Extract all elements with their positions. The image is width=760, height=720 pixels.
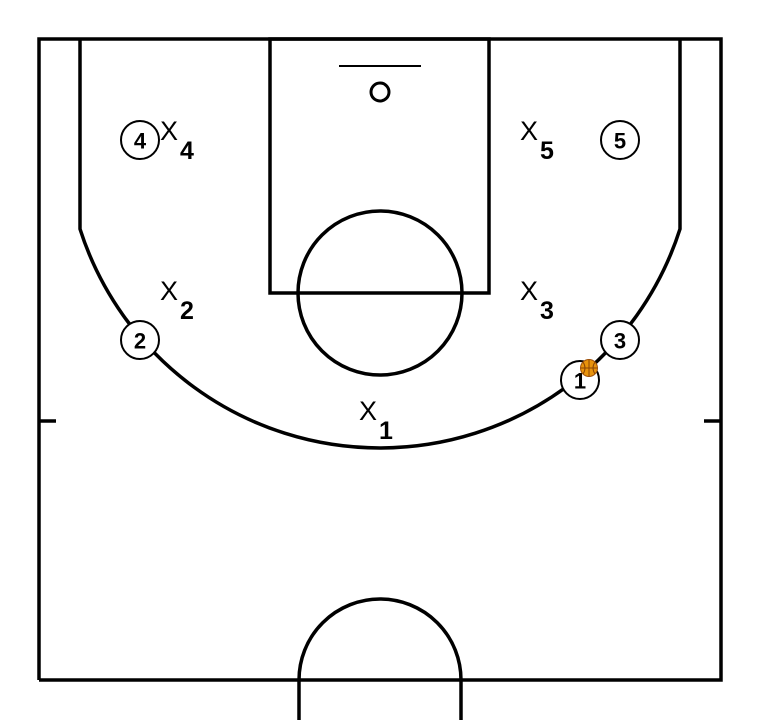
svg-text:4: 4 (180, 137, 194, 165)
svg-text:2: 2 (180, 297, 194, 325)
basketball-icon (580, 359, 598, 377)
svg-text:5: 5 (614, 129, 626, 154)
defender-x1: X 1 (359, 396, 393, 445)
defender-x5: X 5 (520, 116, 554, 165)
svg-text:3: 3 (540, 297, 554, 325)
defender-x4: X 4 (160, 116, 194, 165)
svg-text:1: 1 (379, 417, 393, 445)
offense-player-3: 3 (600, 320, 640, 360)
offense-player-2: 2 (120, 320, 160, 360)
free-throw-circle (296, 209, 464, 377)
rim (369, 81, 391, 103)
svg-text:4: 4 (134, 129, 147, 154)
svg-text:X: X (359, 396, 377, 426)
svg-text:5: 5 (540, 137, 554, 165)
court-boundary (37, 37, 723, 682)
paint-lane (268, 37, 491, 295)
svg-text:2: 2 (134, 329, 146, 354)
svg-text:X: X (160, 116, 178, 146)
svg-text:X: X (160, 276, 178, 306)
offense-player-5: 5 (600, 120, 640, 160)
svg-text:3: 3 (614, 329, 626, 354)
defender-x2: X 2 (160, 276, 194, 325)
defender-x3: X 3 (520, 276, 554, 325)
svg-text:X: X (520, 276, 538, 306)
center-circle (297, 597, 463, 720)
offense-player-4: 4 (120, 120, 160, 160)
svg-text:X: X (520, 116, 538, 146)
